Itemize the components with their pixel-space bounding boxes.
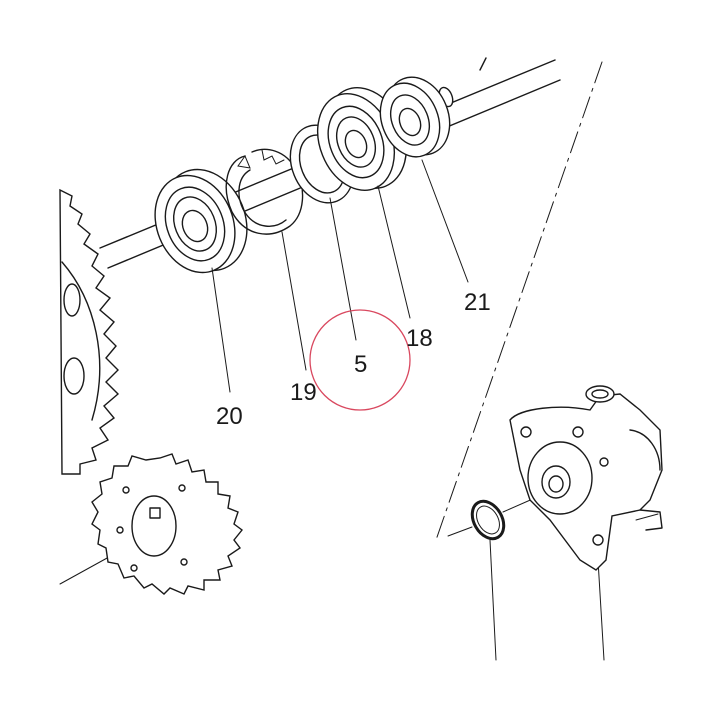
callout-20: 20: [216, 403, 243, 430]
small-gear: [91, 453, 243, 595]
section-divider-line: [435, 61, 603, 541]
callout-18: 18: [406, 325, 433, 352]
callout-5: 5: [354, 351, 367, 378]
bearing-20: [154, 168, 248, 274]
o-ring: [447, 493, 545, 541]
large-gear: [59, 188, 120, 475]
pump-housing: [509, 385, 663, 571]
callout-21: 21: [464, 289, 491, 316]
callout-19: 19: [290, 379, 317, 406]
circlip-19: [225, 148, 304, 235]
highlight-circle: [309, 309, 411, 411]
leader-lines: [59, 159, 605, 661]
bearing-21: [379, 76, 451, 158]
